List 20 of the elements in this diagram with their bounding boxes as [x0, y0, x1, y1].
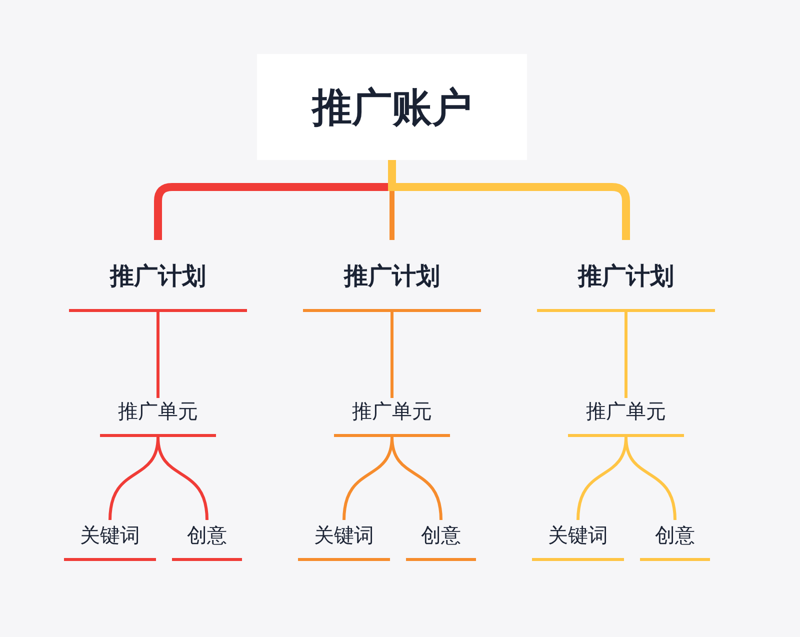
connector-line	[624, 312, 628, 398]
unit-label: 推广单元	[100, 398, 216, 437]
plan-label: 推广计划	[69, 240, 247, 312]
connector-line	[390, 436, 442, 520]
connector-line	[624, 436, 676, 520]
leaf-label: 创意	[172, 520, 242, 561]
connector-line	[390, 312, 394, 398]
connector-line	[156, 436, 208, 520]
leaf-label: 关键词	[64, 520, 156, 561]
leaf-label: 创意	[640, 520, 710, 561]
plan-label: 推广计划	[537, 240, 715, 312]
connector-line	[156, 312, 160, 398]
unit-label: 推广单元	[568, 398, 684, 437]
leaf-label: 创意	[406, 520, 476, 561]
plan-label: 推广计划	[303, 240, 481, 312]
unit-label: 推广单元	[334, 398, 450, 437]
leaf-label: 关键词	[298, 520, 390, 561]
connector-line	[388, 160, 630, 240]
account-box: 推广账户	[257, 54, 527, 160]
leaf-label: 关键词	[532, 520, 624, 561]
